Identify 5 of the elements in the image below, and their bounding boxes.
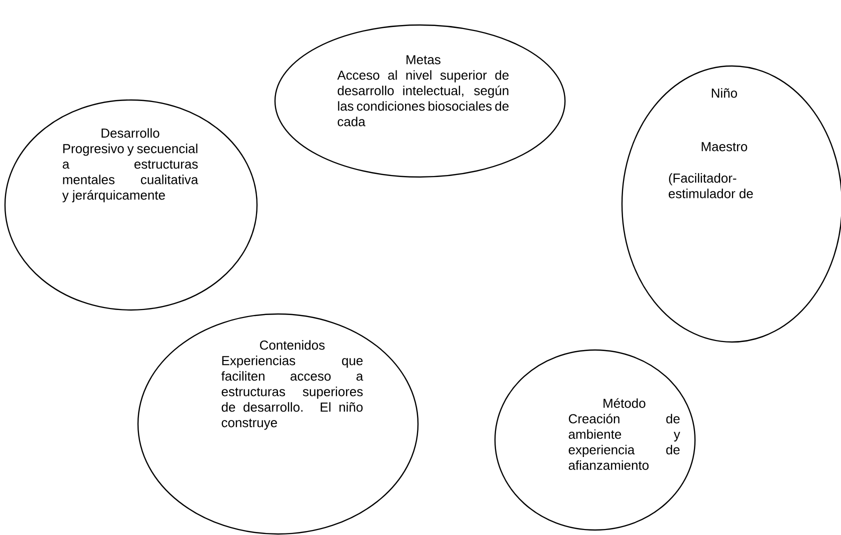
ellipse-bubble: Contenidos Experiencias que faciliten acceso a estructuras superiores de desarrollo. El niño construye [137, 313, 419, 535]
ellipse-bubble: Desarrollo Progresivo y secuencial a estructuras mentales cualitativa y jerárquicamente [4, 99, 258, 311]
ellipse-bubble: Niño Maestro (Facilitador- estimulador de [621, 65, 841, 343]
ellipse-bubble: Metas Acceso al nivel superior de desarrollo intelectual, según las condiciones biosociales de cada [274, 24, 566, 178]
ellipse-bubble: Método Creación de ambiente y experiencia de afianzamiento [494, 349, 696, 531]
